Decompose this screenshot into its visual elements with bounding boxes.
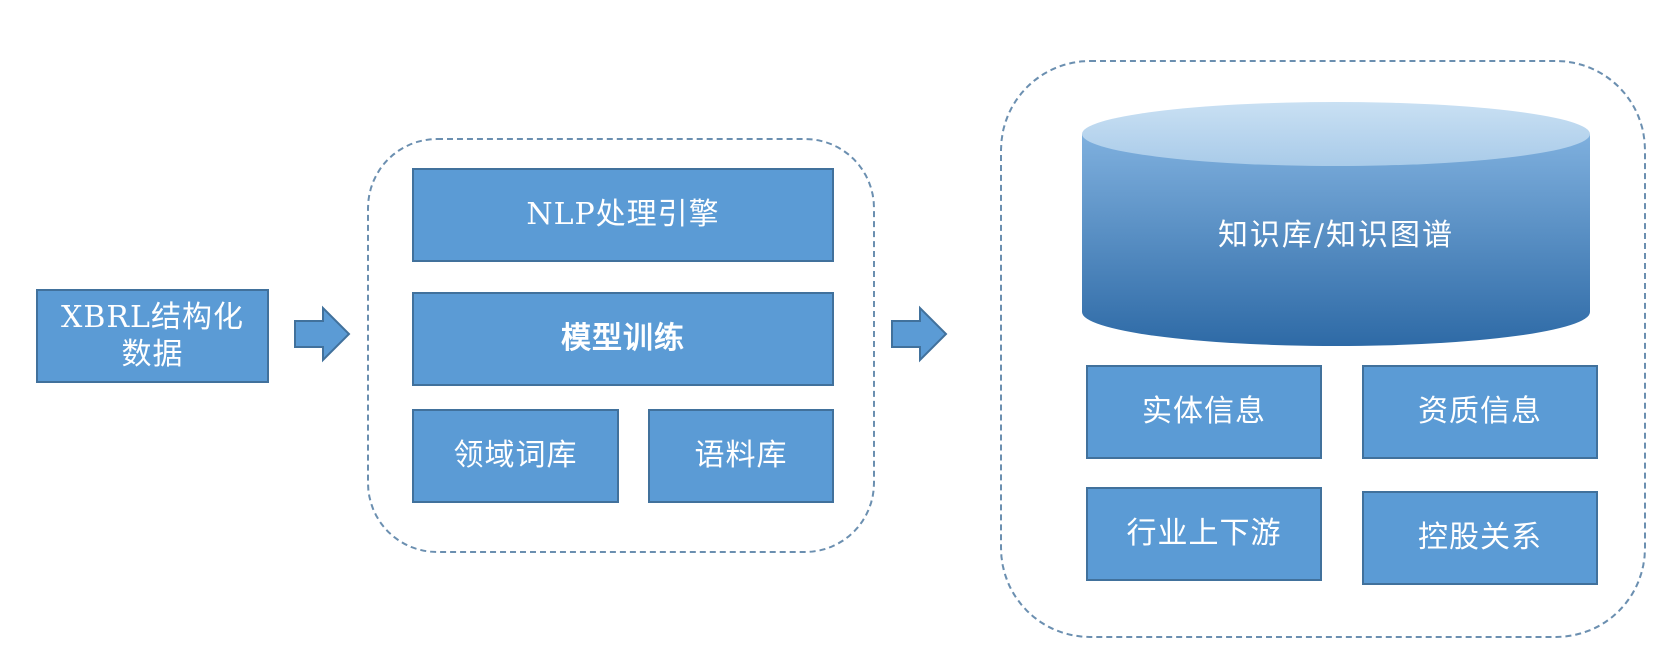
industry-chain-label: 行业上下游 (1126, 516, 1282, 552)
entity-info-label: 实体信息 (1142, 394, 1266, 430)
model-training-label: 模型训练 (561, 321, 685, 357)
domain-lexicon-box: 领域词库 (412, 409, 619, 503)
knowledge-base-group (1000, 60, 1646, 638)
holding-relation-box: 控股关系 (1362, 491, 1598, 585)
xbrl-data-box: XBRL结构化 数据 (36, 289, 269, 383)
arrow-right-icon (294, 305, 351, 363)
knowledge-base-label: 知识库/知识图谱 (1217, 218, 1455, 253)
qualification-info-label: 资质信息 (1418, 394, 1542, 430)
nlp-processing-group (367, 138, 875, 553)
entity-info-box: 实体信息 (1086, 365, 1322, 459)
arrow-right-icon (891, 305, 948, 363)
domain-lexicon-label: 领域词库 (453, 438, 578, 474)
nlp-engine-box: NLP处理引擎 (412, 168, 834, 262)
corpus-label: 语料库 (694, 438, 788, 474)
industry-chain-box: 行业上下游 (1086, 487, 1322, 581)
xbrl-label-line1: XBRL结构化 (61, 299, 244, 335)
xbrl-label-line2: 数据 (121, 337, 184, 372)
nlp-engine-label: NLP处理引擎 (526, 197, 720, 233)
corpus-box: 语料库 (648, 409, 834, 503)
database-cylinder-icon (1082, 102, 1590, 346)
holding-relation-label: 控股关系 (1418, 520, 1542, 556)
model-training-box: 模型训练 (412, 292, 834, 386)
qualification-info-box: 资质信息 (1362, 365, 1598, 459)
